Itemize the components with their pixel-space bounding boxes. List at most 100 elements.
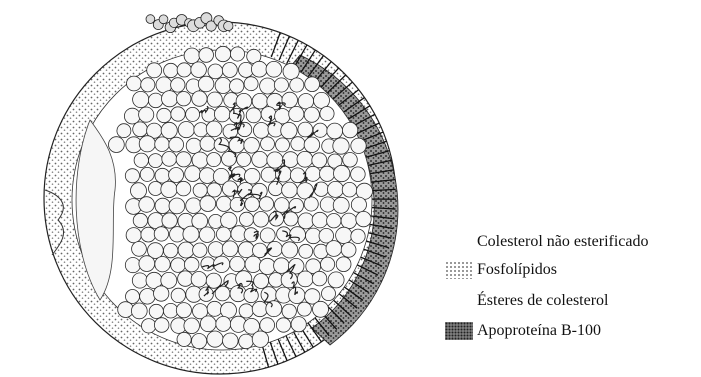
lipid-sphere [259,258,275,274]
lipid-sphere [252,301,267,316]
lipid-sphere [171,288,185,302]
lipid-sphere [299,244,313,258]
lipid-sphere [139,107,154,122]
lipid-sphere [124,108,140,124]
lipid-sphere [260,228,275,243]
lipid-sphere [222,152,237,167]
lipid-sphere [291,137,305,151]
lipid-sphere [259,197,273,211]
lipid-sphere [351,229,365,243]
lipid-sphere [191,62,207,78]
lipid-sphere [239,304,253,318]
lipid-sphere [304,197,318,211]
lipid-sphere [282,304,296,318]
lipid-sphere [161,181,177,197]
lipid-sphere [214,106,230,122]
lipid-sphere [155,137,170,152]
lipid-sphere [171,107,185,121]
lipid-sphere [140,167,154,181]
lipid-sphere [162,152,177,167]
lipid-sphere [126,76,141,91]
legend-label: Colesterol não esterificado [477,233,649,251]
lipid-sphere [297,151,313,167]
legend-item-apoprotein: Apoproteína B-100 [445,318,601,344]
lipid-sphere [236,271,252,287]
lipid-sphere [333,197,349,213]
lipid-sphere [126,290,140,304]
lipid-sphere [192,334,207,349]
lipid-sphere [133,213,147,227]
lipid-sphere [198,76,214,92]
lipid-sphere [281,122,297,138]
lipid-sphere [177,63,191,77]
lipid-sphere [149,182,163,196]
lipid-sphere [206,121,222,137]
lipid-sphere [277,227,291,241]
lipid-sphere [244,138,260,154]
lipid-sphere [133,91,149,107]
lipid-sphere [267,152,283,168]
lipid-sphere [169,168,184,183]
lipid-sphere [216,316,231,331]
lipid-sphere [162,91,178,107]
lipid-sphere [342,182,357,197]
lipid-sphere [186,138,201,153]
lipid-sphere [139,197,155,213]
lipid-sphere [254,274,269,289]
lipid-sphere [155,168,170,183]
lipid-sphere [208,242,224,258]
legend-item-cholesterol-esters: Ésteres de colesterol [445,288,609,314]
lipid-sphere [155,198,170,213]
lipid-sphere [322,287,336,301]
lipid-sphere [221,212,237,228]
lipid-sphere [328,272,344,288]
lipid-sphere [261,287,277,303]
lipoprotein-diagram [0,0,440,377]
lipid-sphere [178,271,193,286]
legend-label: Apoproteína B-100 [477,322,601,340]
lipid-sphere [291,317,306,332]
lipid-sphere [246,108,261,123]
lipid-sphere [199,227,215,243]
lipid-sphere [304,107,319,122]
lipid-sphere [230,47,244,61]
lipid-sphere [178,122,194,138]
lipid-sphere [274,258,290,274]
lipid-sphere [178,242,194,258]
lipid-sphere [134,153,148,167]
lipid-sphere [336,257,351,272]
lipid-sphere [199,168,215,184]
lipid-sphere [132,273,147,288]
lipid-sphere [125,169,139,183]
top-cluster [146,13,233,33]
lipid-sphere [268,181,282,195]
lipid-sphere [282,182,298,198]
legend-swatch-dotted [445,261,473,279]
lipid-sphere [141,78,155,92]
lipid-sphere [207,331,223,347]
lipid-sphere [132,242,147,257]
lipid-sphere [328,181,344,197]
lipid-sphere [207,301,222,316]
lipid-sphere [149,304,163,318]
lipid-sphere [333,138,349,154]
lipid-sphere [169,137,184,152]
lipid-sphere [126,228,141,243]
lipid-sphere [342,122,357,137]
lipid-sphere [239,212,253,226]
lipid-sphere [200,136,215,151]
lipid-sphere [266,301,282,317]
lipid-sphere [221,302,237,318]
lipid-sphere [216,196,231,211]
lipid-sphere [223,333,239,349]
lipid-sphere [238,242,254,258]
lipid-sphere [155,257,170,272]
lipid-sphere [176,152,191,167]
lipid-sphere [193,183,207,197]
lipid-sphere [157,108,171,122]
lipid-sphere [276,138,290,152]
crown-sphere [224,21,233,30]
lipid-sphere [162,213,177,228]
lipid-sphere [222,63,237,78]
lipid-sphere [141,227,156,242]
